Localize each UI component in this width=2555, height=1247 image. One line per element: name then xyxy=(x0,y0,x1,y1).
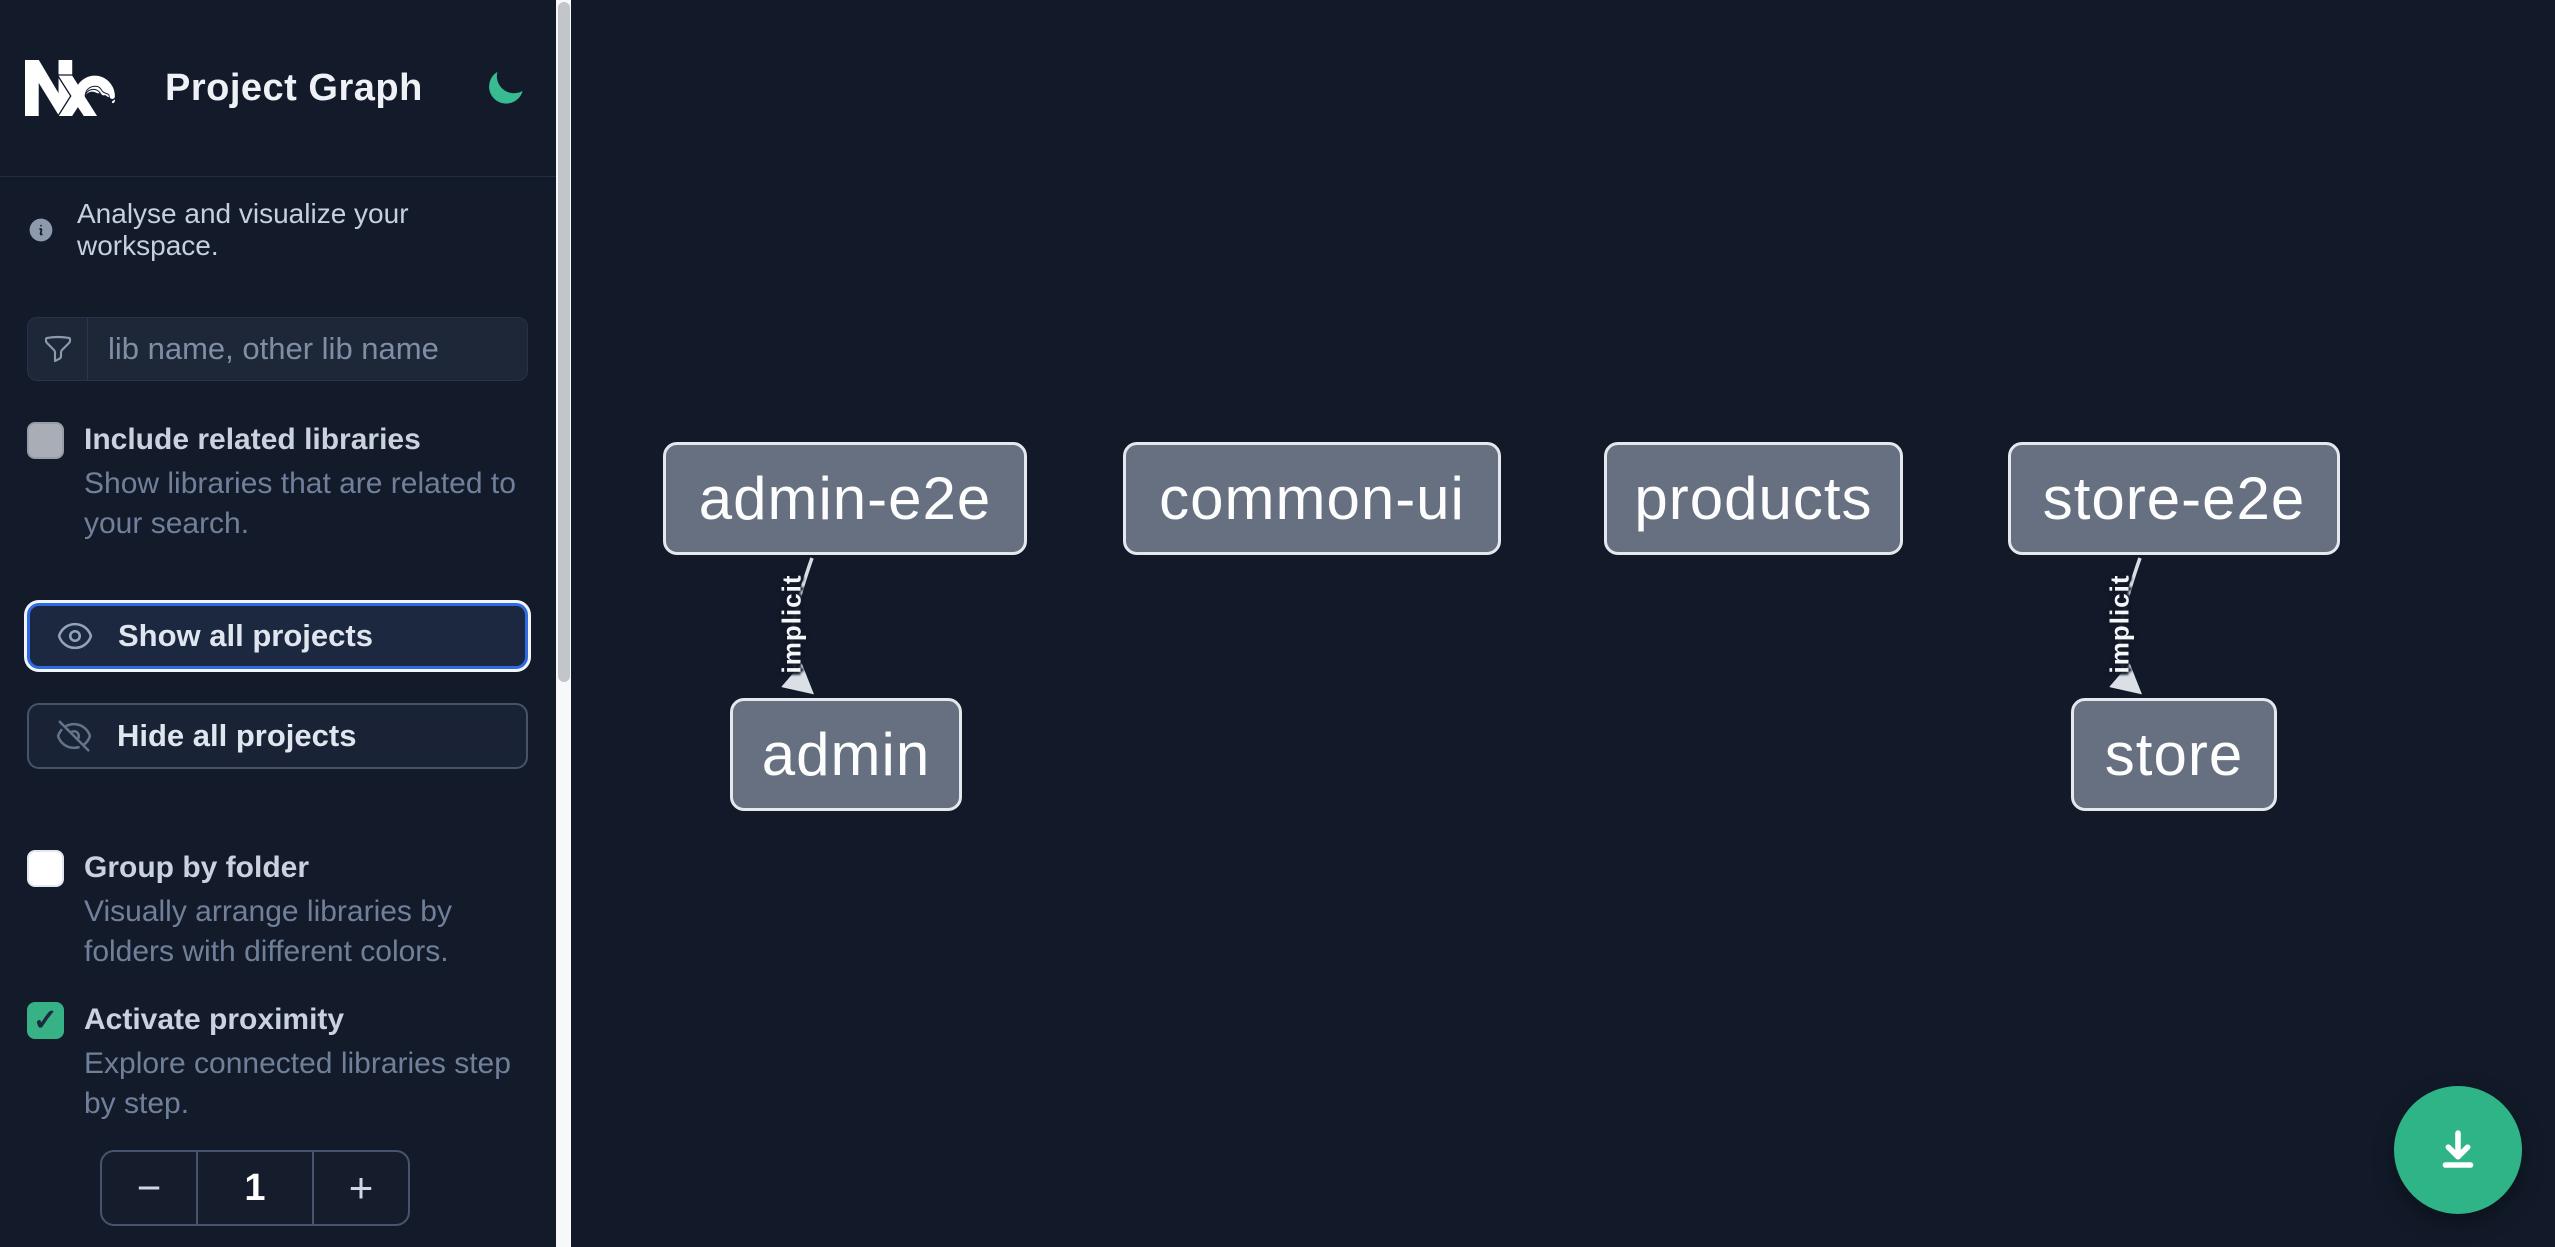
download-icon xyxy=(2442,1130,2474,1168)
activate-proximity-label: Activate proximity xyxy=(84,1003,345,1036)
hide-all-projects-button[interactable]: Hide all projects xyxy=(27,703,528,769)
edges-layer xyxy=(781,557,2142,695)
group-by-folder-checkbox[interactable] xyxy=(27,850,64,887)
group-by-folder-label: Group by folder xyxy=(84,851,309,884)
moon-icon[interactable] xyxy=(481,64,528,111)
sidebar-scrollbar[interactable] xyxy=(556,0,571,1247)
scrollbar-thumb[interactable] xyxy=(557,2,570,682)
search-box xyxy=(27,317,528,381)
activate-proximity-checkbox[interactable]: ✓ xyxy=(27,1002,64,1039)
include-related-description: Show libraries that are related to your … xyxy=(84,467,516,540)
edge-label-implicit: implicit xyxy=(2104,574,2135,674)
sidebar-header: Project Graph xyxy=(0,0,556,177)
show-all-projects-button[interactable]: Show all projects xyxy=(27,603,528,669)
include-related-checkbox[interactable] xyxy=(27,422,64,459)
project-node-admin-e2e[interactable]: admin-e2e xyxy=(663,442,1027,555)
project-node-products[interactable]: products xyxy=(1604,442,1903,555)
activate-proximity-row: ✓ Activate proximity Explore connected l… xyxy=(27,1000,528,1124)
project-node-common-ui[interactable]: common-ui xyxy=(1123,442,1501,555)
project-node-admin[interactable]: admin xyxy=(730,698,962,811)
graph-canvas[interactable]: implicit implicit admin-e2e common-ui pr… xyxy=(571,0,2555,1247)
group-by-folder-description: Visually arrange libraries by folders wi… xyxy=(84,895,452,968)
intro-row: Analyse and visualize your workspace. xyxy=(27,198,528,262)
group-by-folder-row: Group by folder Visually arrange librari… xyxy=(27,848,528,972)
stepper-value: 1 xyxy=(196,1152,314,1224)
activate-proximity-description: Explore connected libraries step by step… xyxy=(84,1047,511,1120)
download-graph-button[interactable] xyxy=(2394,1086,2522,1214)
stepper-decrement-button[interactable]: − xyxy=(136,1164,162,1211)
intro-text: Analyse and visualize your workspace. xyxy=(77,198,409,261)
eye-icon xyxy=(57,622,93,650)
funnel-icon xyxy=(44,335,71,363)
page-title: Project Graph xyxy=(165,66,423,109)
filter-funnel-cell xyxy=(28,318,88,380)
project-node-store[interactable]: store xyxy=(2071,698,2277,811)
sidebar: Project Graph Analyse and visualize your… xyxy=(0,0,556,1247)
edge-label-implicit: implicit xyxy=(776,574,807,674)
project-node-store-e2e[interactable]: store-e2e xyxy=(2008,442,2340,555)
proximity-stepper: − 1 + xyxy=(100,1150,410,1226)
search-input[interactable] xyxy=(88,318,527,380)
eye-slash-icon xyxy=(56,720,92,752)
nx-logo-icon xyxy=(25,60,115,116)
stepper-increment-button[interactable]: + xyxy=(348,1164,374,1211)
info-icon xyxy=(29,218,53,242)
hide-all-projects-label: Hide all projects xyxy=(117,718,357,753)
include-related-label: Include related libraries xyxy=(84,423,421,456)
include-related-row: Include related libraries Show libraries… xyxy=(27,420,528,544)
show-all-projects-label: Show all projects xyxy=(118,618,373,653)
